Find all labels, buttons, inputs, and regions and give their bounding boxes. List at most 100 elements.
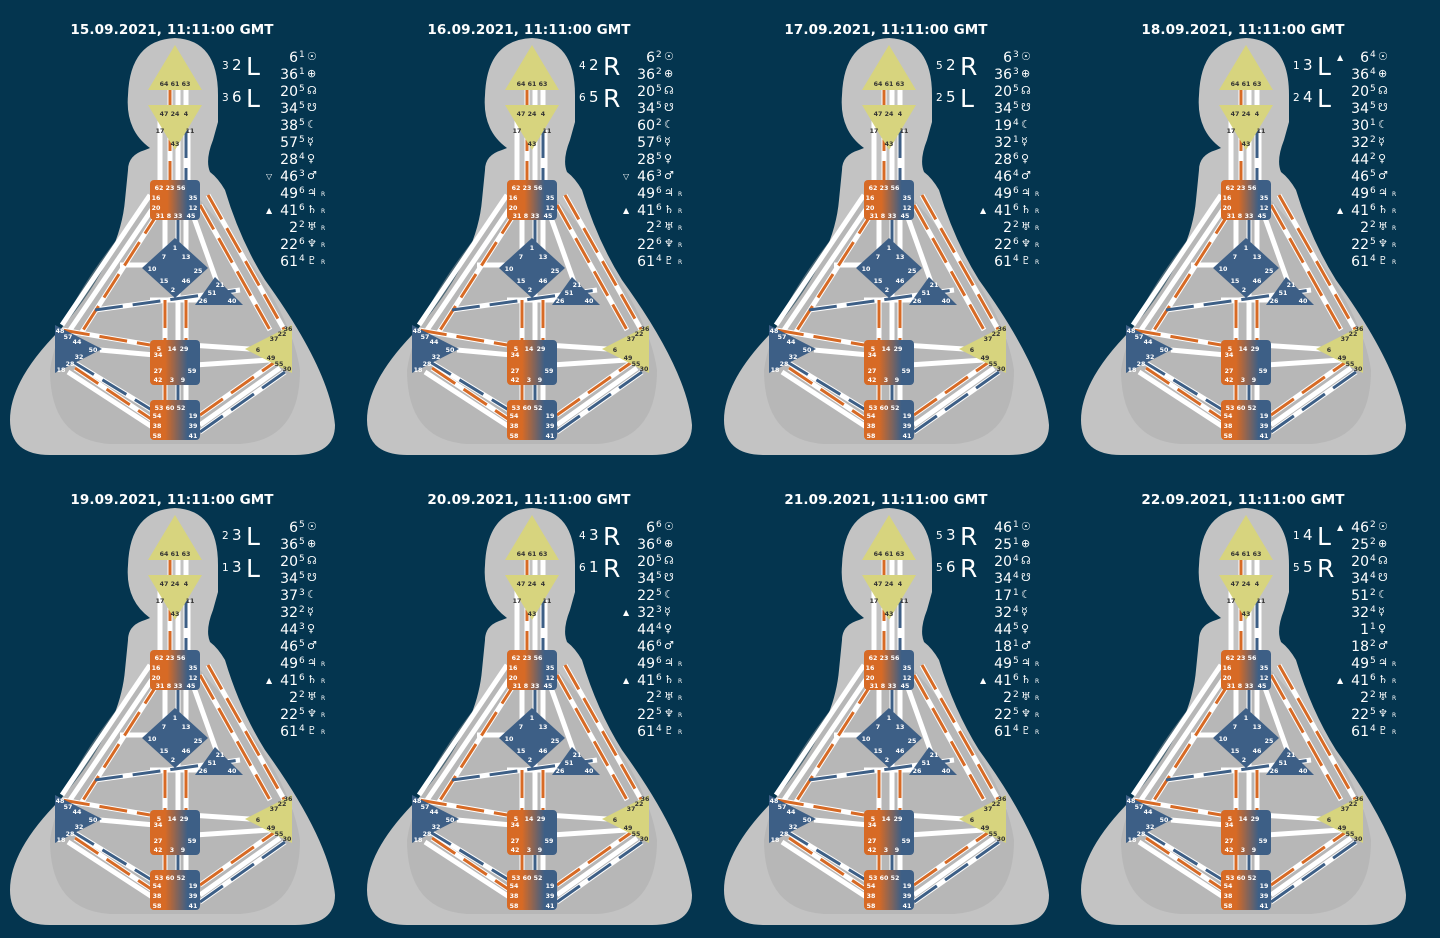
- planet-symbol: ♇: [307, 254, 317, 267]
- planet-gate: 46: [280, 639, 298, 655]
- gate-number: 7: [876, 724, 880, 731]
- gate-number: 49: [981, 825, 990, 832]
- arrow-line: 4: [1303, 526, 1313, 544]
- exaltation-mark: ▽: [266, 172, 273, 181]
- gate-number: 31: [513, 213, 522, 220]
- planet-gate: 36: [637, 537, 655, 553]
- gate-number: 4: [1255, 111, 1260, 118]
- gate-number: 46: [1253, 278, 1262, 285]
- gate-number: 23: [166, 655, 175, 662]
- channel: [555, 835, 639, 898]
- gate-number: 61: [1242, 81, 1251, 88]
- gate-number: 35: [189, 195, 198, 202]
- solar-shape: [1316, 325, 1363, 373]
- gate-number: 60: [523, 405, 532, 412]
- gate-number: 37: [627, 806, 636, 813]
- gate-number: 54: [867, 413, 876, 420]
- gate-number: 37: [1341, 336, 1350, 343]
- retrograde-mark: R: [678, 729, 683, 736]
- heart-shape: [1266, 747, 1314, 775]
- throat-shape: [864, 650, 914, 690]
- gate-number: 34: [868, 352, 877, 359]
- gate-number: 42: [1225, 377, 1234, 384]
- planet-gate: 22: [280, 237, 298, 253]
- gate-number: 32: [75, 824, 84, 831]
- planet-line: 4: [656, 254, 662, 264]
- planet-gate: 61: [280, 724, 298, 740]
- planet-symbol: ☿: [307, 135, 314, 148]
- planet-symbol: ☿: [1378, 135, 1385, 148]
- arrow-line: 3: [589, 526, 599, 544]
- gate-number: 38: [867, 423, 876, 430]
- gate-number: 50: [1160, 817, 1169, 824]
- chart-date: 17.09.2021, 11:11:00 GMT: [784, 22, 988, 38]
- gate-number: 24: [1242, 111, 1251, 118]
- gate-number: 11: [1257, 598, 1266, 605]
- planet-line: 6: [1370, 186, 1376, 196]
- head-shape: [148, 515, 202, 560]
- planet-line: 5: [299, 118, 305, 128]
- gate-number: 28: [780, 361, 789, 368]
- gate-number: 34: [511, 352, 520, 359]
- planet-symbol: ☊: [1378, 84, 1388, 97]
- planet-symbol: ♂: [307, 639, 317, 652]
- gate-number: 43: [1242, 141, 1251, 148]
- gate-number: 55: [275, 361, 284, 368]
- planet-symbol: ♆: [1021, 237, 1031, 250]
- activated-channel: [435, 209, 519, 336]
- activated-channel: [913, 370, 1000, 434]
- planet-gate: 32: [1351, 135, 1369, 151]
- exaltation-mark: ▲: [1337, 676, 1344, 685]
- gate-number: 1: [530, 245, 534, 252]
- planet-symbol: ♇: [1378, 254, 1388, 267]
- planet-symbol: ♀: [664, 622, 673, 635]
- gate-number: 12: [189, 205, 198, 212]
- gate-number: 17: [156, 128, 165, 135]
- gate-number: 12: [903, 675, 912, 682]
- activated-channel: [912, 204, 986, 331]
- planet-symbol: ♆: [664, 707, 674, 720]
- gate-number: 17: [513, 598, 522, 605]
- gate-number: 26: [199, 768, 208, 775]
- gate-number: 20: [509, 205, 518, 212]
- planet-symbol: ☿: [664, 605, 671, 618]
- activated-channel: [1132, 328, 1222, 347]
- gate-number: 2: [1242, 287, 1246, 294]
- gate-number: 53: [1226, 875, 1235, 882]
- planet-line: 5: [1370, 237, 1376, 247]
- gate-number: 25: [908, 738, 917, 745]
- retrograde-mark: R: [678, 242, 683, 249]
- gate-number: 29: [537, 346, 546, 353]
- arrow-direction: R: [960, 52, 978, 81]
- activated-channel: [556, 360, 633, 417]
- channel: [1265, 357, 1342, 368]
- gate-number: 40: [1299, 298, 1308, 305]
- gate-number: 52: [1248, 875, 1257, 882]
- activated-channel: [783, 358, 875, 417]
- gate-number: 35: [189, 665, 198, 672]
- planet-gate: 32: [994, 605, 1012, 621]
- gate-number: 34: [1225, 352, 1234, 359]
- gate-number: 3: [170, 847, 174, 854]
- retrograde-mark: R: [321, 191, 326, 198]
- gate-number: 10: [862, 266, 871, 273]
- activated-channel: [1145, 366, 1232, 427]
- planet-symbol: ☾: [664, 118, 674, 131]
- arrow-color-tone: 2: [1293, 92, 1300, 104]
- gate-number: 31: [513, 683, 522, 690]
- planet-symbol: ♀: [307, 152, 316, 165]
- gate-number: 60: [880, 405, 889, 412]
- planet-gate: 22: [1351, 237, 1369, 253]
